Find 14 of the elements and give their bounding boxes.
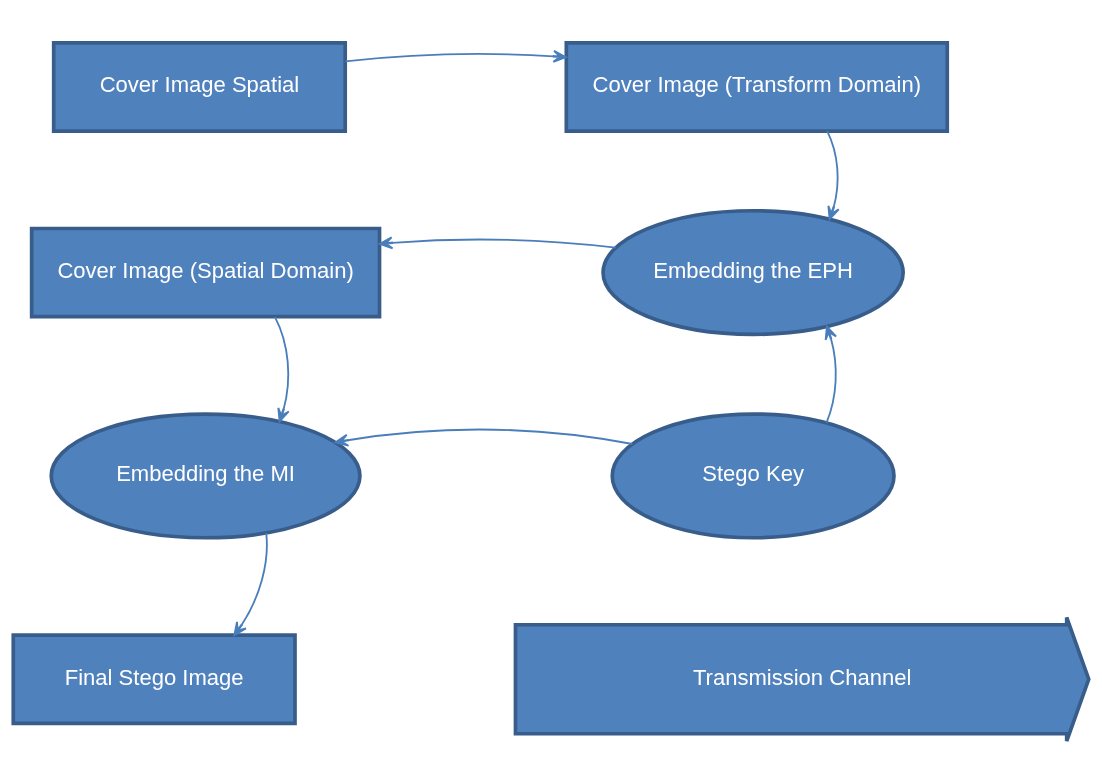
node-ellipse: Embedding the EPH xyxy=(601,208,905,337)
arrow xyxy=(334,428,634,447)
node-box: Final Stego Image xyxy=(11,633,297,726)
node-box: Cover Image Spatial xyxy=(51,41,348,133)
node-ellipse: Stego Key xyxy=(610,412,896,540)
arrow xyxy=(378,236,617,250)
arrow xyxy=(233,532,268,636)
arrow xyxy=(826,130,840,221)
arrow xyxy=(824,325,837,424)
arrow xyxy=(344,49,567,63)
node-box: Cover Image (Spatial Domain) xyxy=(29,226,382,319)
arrow xyxy=(273,315,290,423)
node-ellipse: Embedding the MI xyxy=(49,412,362,540)
node-box: Cover Image (Transform Domain) xyxy=(564,41,950,133)
